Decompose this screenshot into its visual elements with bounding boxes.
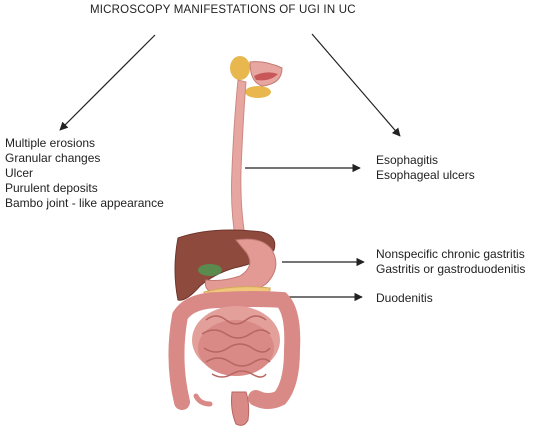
esophagus-findings-list: Esophagitis Esophageal ulcers (376, 153, 475, 183)
salivary-gland (230, 56, 250, 80)
esophagus (231, 79, 247, 243)
stomach-findings-list: Nonspecific chronic gastritis Gastritis … (376, 247, 525, 277)
finding-item: Purulent deposits (5, 181, 98, 195)
finding-item: Gastritis or gastroduodenitis (376, 262, 526, 276)
finding-item: Duodenitis (376, 291, 433, 305)
left-findings-list: Multiple erosions Granular changes Ulcer… (5, 136, 164, 211)
rectum (231, 391, 250, 426)
finding-item: Granular changes (5, 151, 101, 165)
finding-item: Esophageal ulcers (376, 168, 475, 182)
tongue (254, 72, 278, 81)
appendix (193, 393, 213, 407)
small-intestine (192, 306, 280, 378)
finding-item: Ulcer (5, 166, 34, 180)
finding-item: Nonspecific chronic gastritis (376, 247, 525, 261)
finding-item: Bambo joint - like appearance (5, 196, 164, 210)
finding-item: Esophagitis (376, 153, 439, 167)
salivary-gland (245, 86, 271, 98)
arrow-to-left-findings (59, 34, 156, 131)
gallbladder (198, 264, 222, 276)
finding-item: Multiple erosions (5, 136, 96, 150)
large-intestine (168, 291, 301, 410)
digestive-system-illustration (168, 56, 301, 426)
diagram-title: MICROSCOPY MANIFESTATIONS OF UGI IN UC (90, 4, 356, 16)
arrow-to-esophagus-findings (311, 33, 401, 137)
duodenum-findings-list: Duodenitis (376, 291, 433, 306)
